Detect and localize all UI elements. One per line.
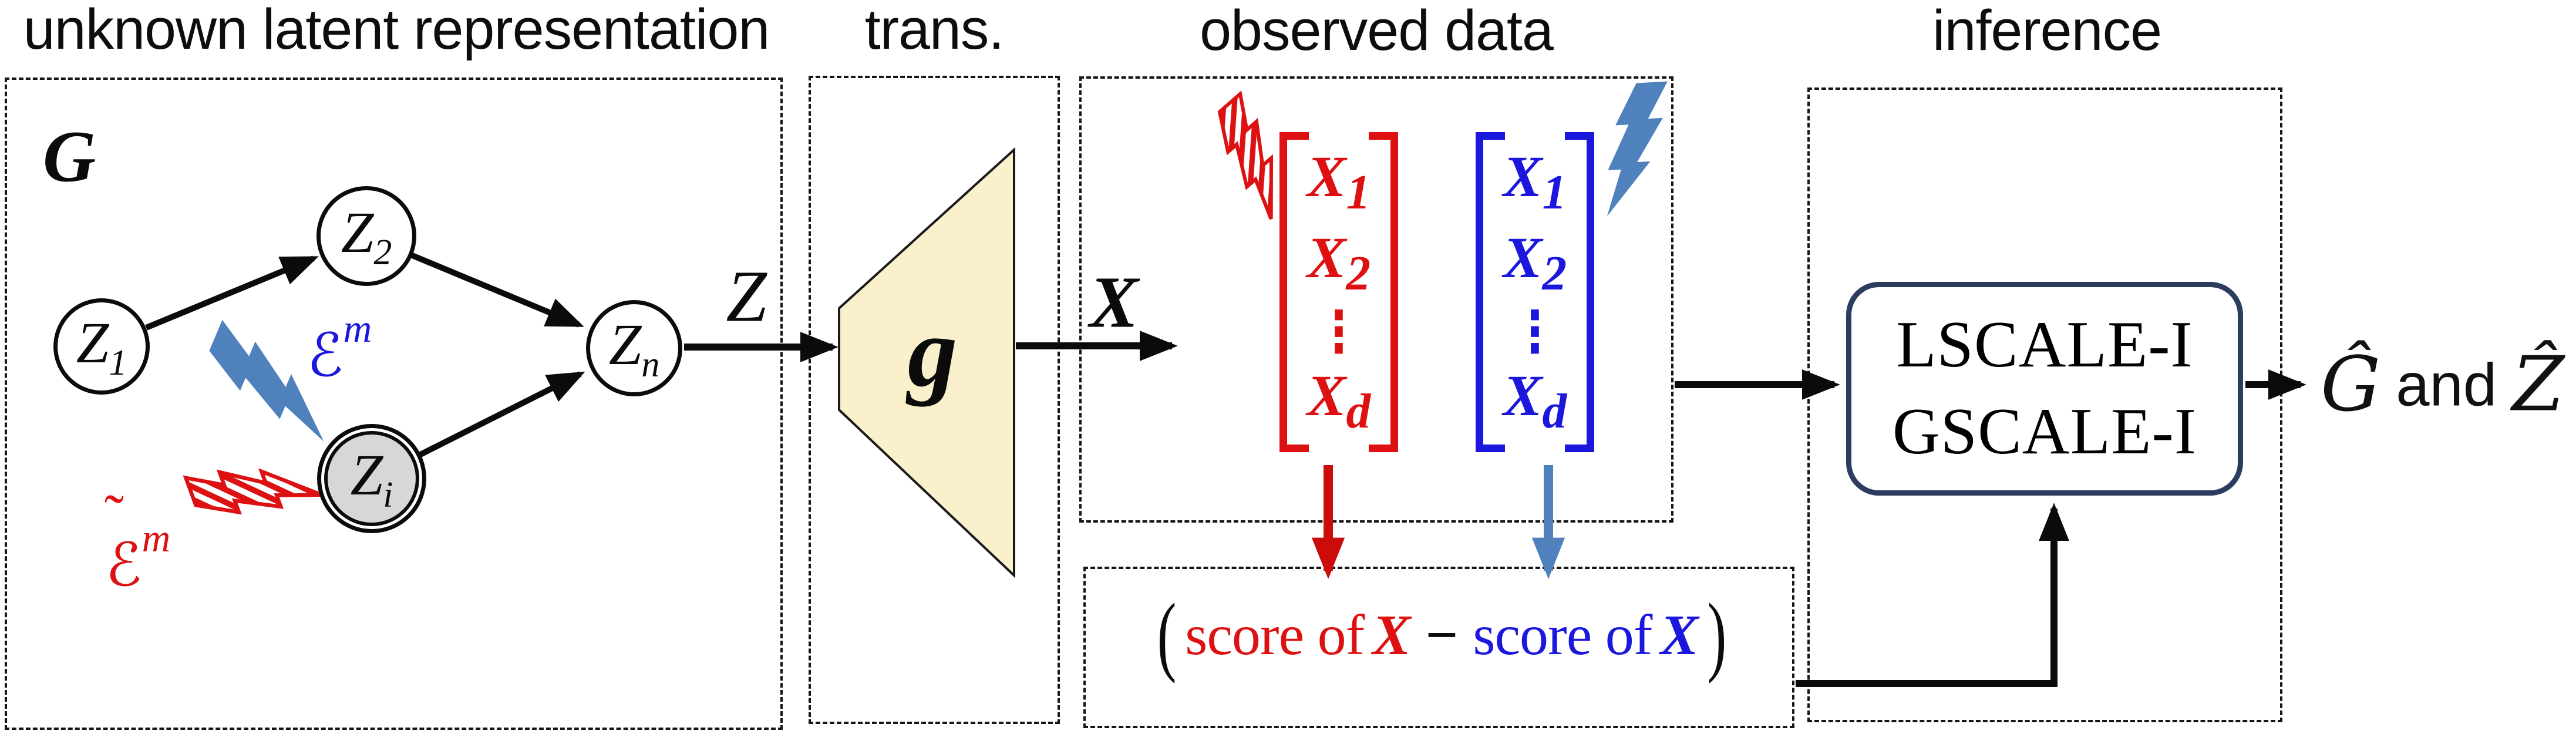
- vector-entry: X2: [1306, 224, 1371, 301]
- red-hatched-lightning-icon: [183, 468, 323, 515]
- vector-vdots: ⋮: [1512, 299, 1558, 365]
- right-bracket-icon: [1565, 132, 1594, 452]
- vector-entry: Xd: [1503, 363, 1567, 439]
- left-bracket-icon: [1476, 132, 1505, 452]
- g-function-label: g: [907, 297, 958, 408]
- inference-panel-box: [1807, 87, 2282, 722]
- close-paren: ): [1707, 586, 1727, 685]
- node-z2: Z2: [316, 186, 416, 286]
- left-bracket-icon: [1279, 132, 1309, 452]
- x-variable-label: X: [1089, 262, 1139, 344]
- right-bracket-icon: [1369, 132, 1398, 452]
- score-of-blue-text: score of: [1473, 604, 1652, 667]
- title-observed: observed data: [1200, 0, 1554, 62]
- algorithm-gscale: GSCALE-I: [1892, 395, 2197, 468]
- node-zn: Zn: [586, 300, 682, 396]
- red-noise-label: ˜ℰm: [104, 483, 171, 600]
- blue-lightning-icon: [1607, 81, 1668, 217]
- red-hatched-lightning-icon: [1217, 90, 1274, 220]
- blue-observed-vector: X1 X2 ⋮ Xd: [1476, 132, 1594, 452]
- blue-lightning-icon: [209, 319, 324, 442]
- algorithm-lscale: LSCALE-I: [1896, 308, 2193, 382]
- node-z1: Z1: [53, 298, 150, 395]
- red-observed-vector: X1 X2 ⋮ Xd: [1279, 132, 1398, 452]
- score-difference-formula: ( score of X − score of X ): [1157, 586, 1727, 684]
- node-zi-label: Zi: [350, 442, 393, 515]
- edge-z1-z2: [145, 255, 319, 331]
- title-inference: inference: [1932, 0, 2162, 62]
- latent-panel-box: [5, 78, 783, 730]
- graph-label: G: [42, 116, 96, 198]
- title-latent: unknown latent representation: [23, 0, 770, 61]
- node-zn-label: Zn: [608, 312, 660, 385]
- node-zi-intervened: Zi: [317, 424, 426, 533]
- score-of-red-text: score of: [1185, 604, 1365, 667]
- arrow-score-to-inference: [1796, 503, 2069, 687]
- latent-estimate-label: Ẑ: [2512, 341, 2565, 429]
- vector-entry: X1: [1503, 144, 1567, 220]
- vector-vdots: ⋮: [1316, 299, 1362, 365]
- score-panel-box: [1083, 567, 1794, 728]
- algorithm-box: LSCALE-I GSCALE-I: [1846, 282, 2243, 496]
- score-red-variable: X: [1372, 604, 1410, 667]
- blue-noise-label: ℰm: [307, 307, 372, 390]
- score-blue-variable: X: [1660, 604, 1698, 667]
- trans-panel-box: [809, 76, 1060, 724]
- observed-panel-box: [1079, 76, 1673, 523]
- graph-estimate-label: Ĝ: [2321, 341, 2381, 429]
- edge-zi-zn: [419, 371, 585, 457]
- node-z2-label: Z2: [341, 200, 392, 272]
- output-result: Ĝ and Ẑ: [2321, 341, 2564, 429]
- z-variable-label: Z: [726, 256, 767, 338]
- vector-entry: X1: [1306, 144, 1371, 220]
- and-text: and: [2396, 351, 2497, 418]
- title-trans: trans.: [864, 0, 1005, 61]
- open-paren: (: [1157, 586, 1177, 685]
- vector-entry: Xd: [1306, 363, 1371, 439]
- transformation-trapezoid: [838, 147, 1015, 578]
- minus-sign: −: [1425, 604, 1459, 667]
- node-z1-label: Z1: [76, 310, 127, 383]
- vector-entry: X2: [1503, 224, 1567, 301]
- edge-z2-zn: [411, 252, 584, 328]
- node-zi-inner-ring: Zi: [324, 431, 419, 526]
